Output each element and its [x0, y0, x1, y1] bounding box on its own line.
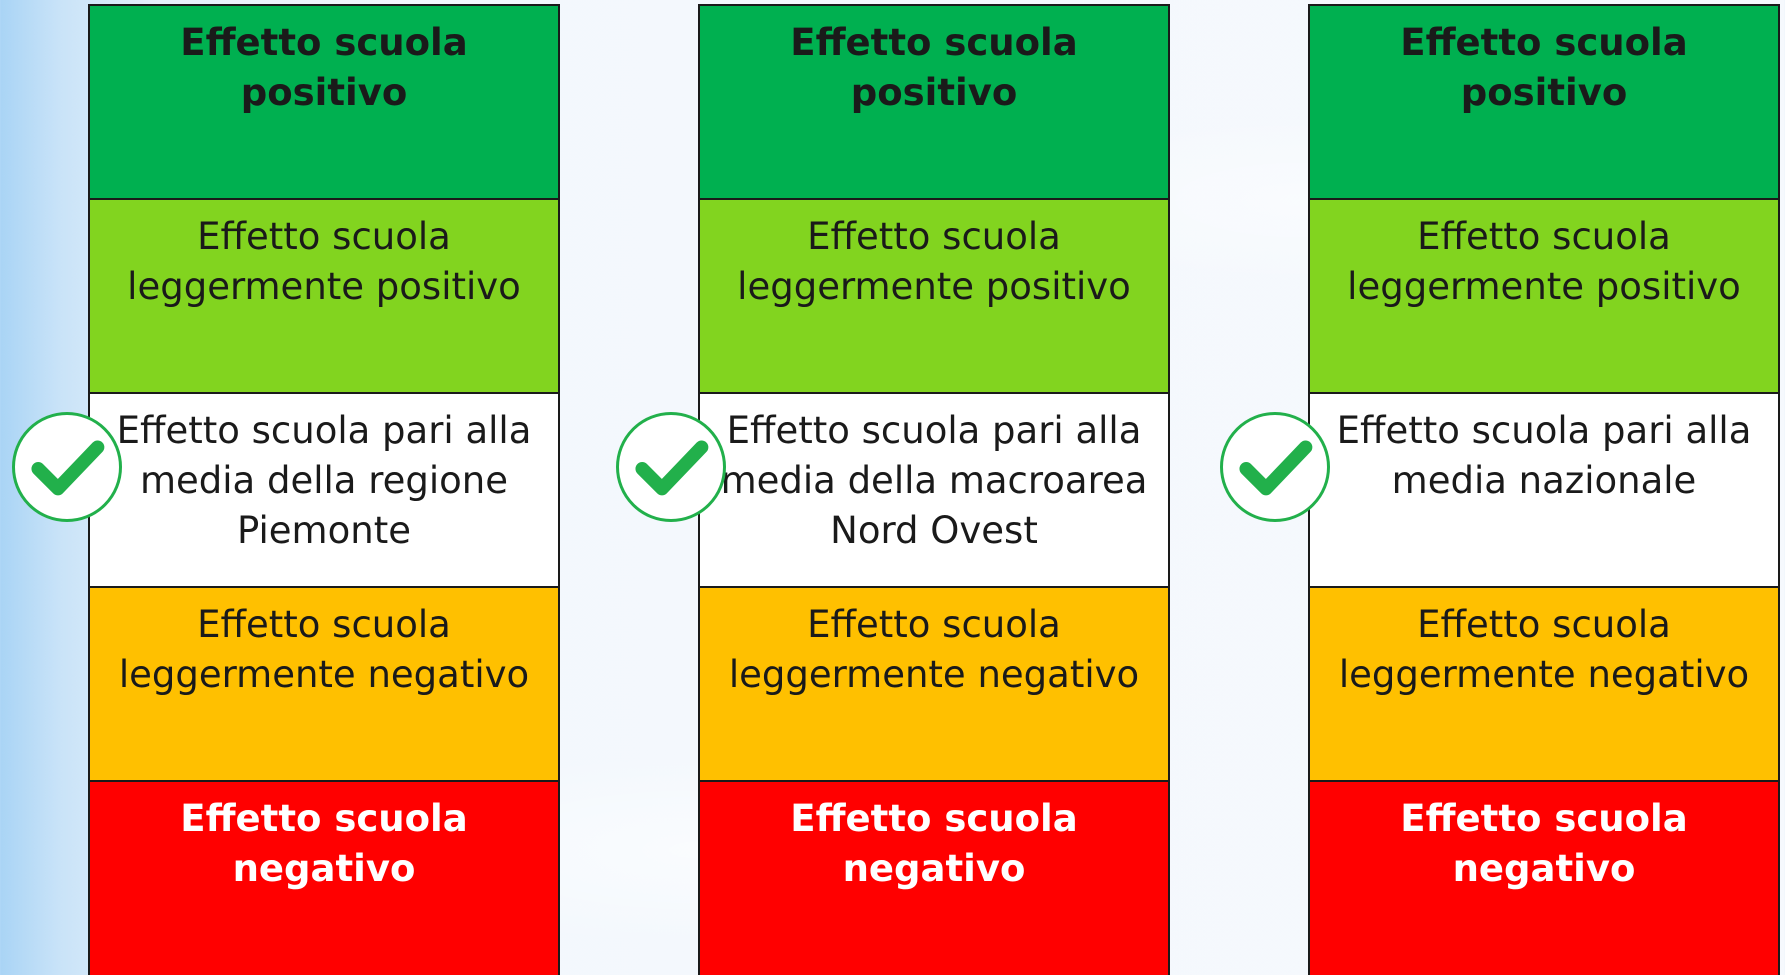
band-label: Effetto scuola leggermente positivo: [1347, 215, 1741, 308]
band-label: Effetto scuola negativo: [180, 797, 468, 890]
band-effetto-pari-alla-media: Effetto scuola pari alla media della mac…: [700, 392, 1168, 586]
checkmark-icon: [31, 440, 105, 496]
band-effetto-pari-alla-media: Effetto scuola pari alla media della reg…: [90, 392, 558, 586]
band-label: Effetto scuola leggermente negativo: [728, 603, 1140, 696]
scale-column-macroarea: Effetto scuola positivo Effetto scuola l…: [698, 4, 1170, 975]
band-effetto-leggermente-positivo: Effetto scuola leggermente positivo: [90, 198, 558, 392]
band-effetto-positivo: Effetto scuola positivo: [90, 4, 558, 198]
band-effetto-leggermente-negativo: Effetto scuola leggermente negativo: [90, 586, 558, 780]
checkmark-circle-icon: [616, 412, 726, 522]
checkmark-circle-icon: [1220, 412, 1330, 522]
band-label: Effetto scuola positivo: [180, 21, 468, 114]
band-label: Effetto scuola negativo: [790, 797, 1078, 890]
checkmark-circle-icon: [12, 412, 122, 522]
band-label: Effetto scuola leggermente positivo: [737, 215, 1131, 308]
band-label: Effetto scuola pari alla media nazionale: [1336, 409, 1752, 502]
band-effetto-positivo: Effetto scuola positivo: [700, 4, 1168, 198]
scale-column-regione: Effetto scuola positivo Effetto scuola l…: [88, 4, 560, 975]
band-label: Effetto scuola negativo: [1400, 797, 1688, 890]
band-effetto-leggermente-negativo: Effetto scuola leggermente negativo: [700, 586, 1168, 780]
band-label: Effetto scuola leggermente negativo: [1338, 603, 1750, 696]
checkmark-icon: [1239, 440, 1313, 496]
checkmark-icon: [635, 440, 709, 496]
band-effetto-leggermente-positivo: Effetto scuola leggermente positivo: [700, 198, 1168, 392]
band-effetto-positivo: Effetto scuola positivo: [1310, 4, 1778, 198]
band-label: Effetto scuola leggermente positivo: [127, 215, 521, 308]
band-label: Effetto scuola pari alla media della reg…: [116, 409, 532, 552]
band-label: Effetto scuola positivo: [790, 21, 1078, 114]
band-effetto-negativo: Effetto scuola negativo: [1310, 780, 1778, 975]
band-label: Effetto scuola leggermente negativo: [118, 603, 530, 696]
band-effetto-negativo: Effetto scuola negativo: [700, 780, 1168, 975]
scale-column-nazionale: Effetto scuola positivo Effetto scuola l…: [1308, 4, 1780, 975]
band-label: Effetto scuola positivo: [1400, 21, 1688, 114]
band-effetto-leggermente-positivo: Effetto scuola leggermente positivo: [1310, 198, 1778, 392]
band-effetto-leggermente-negativo: Effetto scuola leggermente negativo: [1310, 586, 1778, 780]
band-effetto-pari-alla-media: Effetto scuola pari alla media nazionale: [1310, 392, 1778, 586]
band-effetto-negativo: Effetto scuola negativo: [90, 780, 558, 975]
band-label: Effetto scuola pari alla media della mac…: [720, 409, 1148, 552]
